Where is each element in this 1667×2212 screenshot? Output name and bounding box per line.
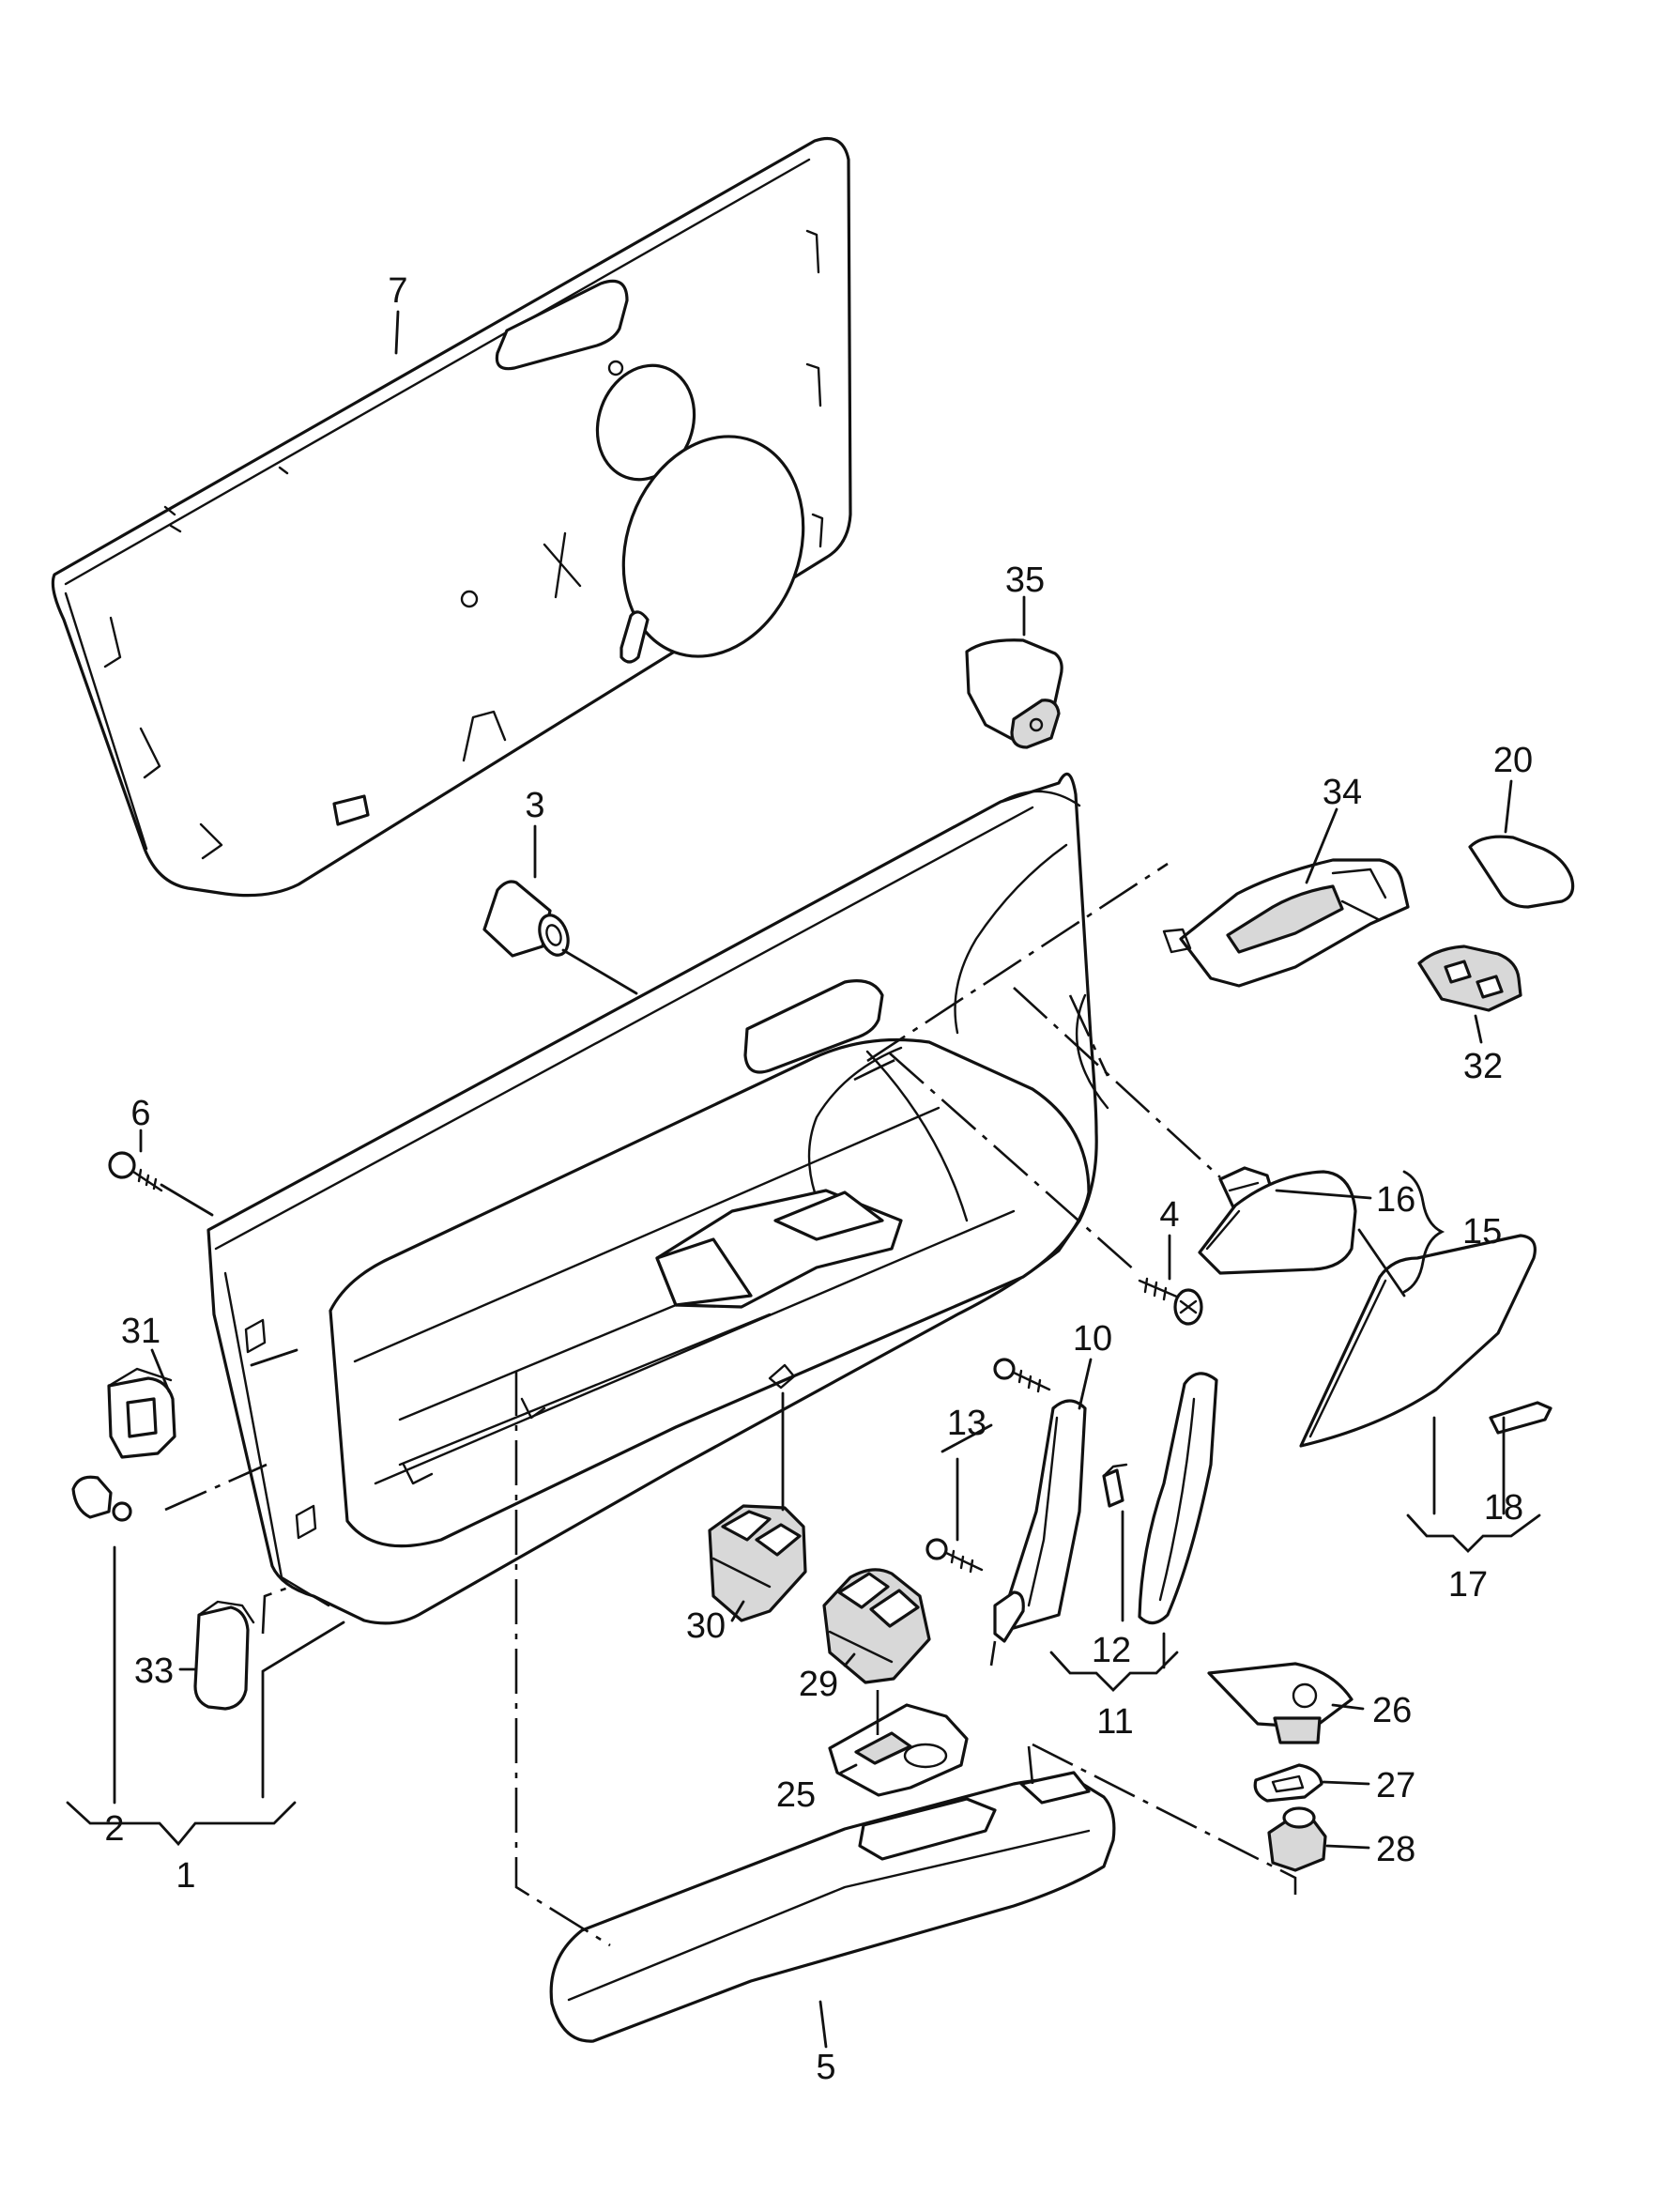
part-2-clip xyxy=(71,1475,132,1522)
callout-7: 7 xyxy=(388,271,407,311)
part-3-clip xyxy=(482,880,570,958)
part-10-grab-strip xyxy=(993,1399,1087,1643)
callout-26: 26 xyxy=(1372,1691,1412,1730)
callout-1: 1 xyxy=(176,1856,195,1896)
part-33 xyxy=(193,1600,255,1711)
part-17-decorative-trim xyxy=(1299,1234,1552,1448)
callout-31: 31 xyxy=(121,1312,161,1351)
callout-5: 5 xyxy=(816,2048,835,2087)
callout-13: 13 xyxy=(947,1404,986,1443)
callout-10: 10 xyxy=(1073,1319,1112,1359)
callout-33: 33 xyxy=(134,1651,174,1691)
part-32-switch xyxy=(1417,945,1522,1012)
callout-4: 4 xyxy=(1159,1195,1179,1235)
part-12 xyxy=(1102,1463,1128,1508)
assembly-lines xyxy=(164,862,1297,1947)
part-29-window-switch xyxy=(822,1568,931,1684)
leader-lines xyxy=(66,310,1541,2049)
callout-18: 18 xyxy=(1484,1488,1523,1528)
callout-17: 17 xyxy=(1448,1565,1488,1605)
callout-28: 28 xyxy=(1376,1830,1415,1869)
part-27-gasket xyxy=(1253,1763,1323,1803)
callout-20: 20 xyxy=(1493,741,1533,780)
part-25-switch-frame xyxy=(828,1703,969,1797)
part-6-screw xyxy=(108,1151,163,1192)
callout-30: 30 xyxy=(686,1606,726,1646)
callout-27: 27 xyxy=(1376,1766,1415,1805)
part-13-screws xyxy=(925,1358,1051,1574)
callout-12: 12 xyxy=(1092,1631,1131,1670)
callout-34: 34 xyxy=(1323,773,1362,812)
part-4-screw xyxy=(1138,1277,1203,1326)
callout-16: 16 xyxy=(1376,1180,1415,1220)
callout-29: 29 xyxy=(799,1665,838,1704)
part-5-armrest xyxy=(549,1771,1116,2043)
callout-25: 25 xyxy=(776,1775,816,1815)
part-28-mirror-switch xyxy=(1267,1806,1327,1872)
part-11-strip xyxy=(1138,1372,1218,1625)
part-34-door-handle xyxy=(1162,858,1410,988)
callout-3: 3 xyxy=(525,786,544,825)
part-35 xyxy=(965,638,1063,749)
part-20 xyxy=(1468,835,1575,909)
callout-11: 11 xyxy=(1096,1702,1133,1742)
callout-2: 2 xyxy=(104,1809,124,1849)
callout-labels: 1 2 3 4 5 6 7 10 11 12 13 15 16 17 18 20… xyxy=(104,271,1533,2087)
callout-32: 32 xyxy=(1463,1047,1503,1086)
callout-35: 35 xyxy=(1005,561,1045,600)
part-26-mirror-switch-plate xyxy=(1207,1662,1353,1744)
part-30-window-switch xyxy=(708,1504,807,1622)
part-7-backing-panel xyxy=(51,136,852,898)
part-15-cover xyxy=(1198,1170,1357,1275)
callout-15: 15 xyxy=(1462,1212,1502,1252)
part-1-door-trim-panel xyxy=(206,772,1109,1625)
callout-6: 6 xyxy=(130,1094,150,1133)
